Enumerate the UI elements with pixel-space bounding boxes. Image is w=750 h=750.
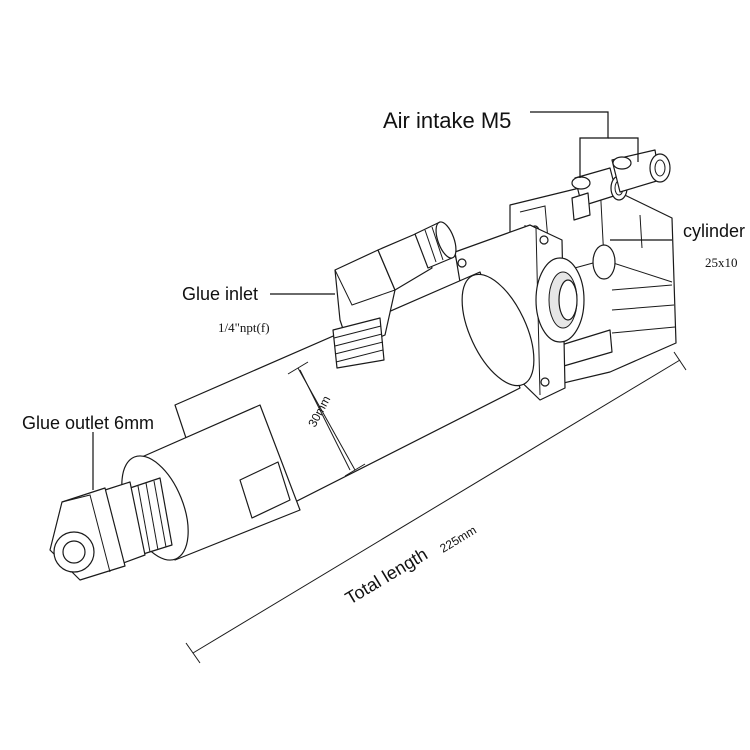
glue-outlet-label: Glue outlet 6mm	[22, 413, 154, 433]
air-intake-label: Air intake M5	[383, 108, 511, 133]
glue-inlet-label: Glue inlet	[182, 284, 258, 304]
air-intake-fittings	[571, 149, 671, 221]
glue-inlet-elbow	[332, 221, 457, 369]
total-length-dimension	[185, 351, 687, 664]
cylinder-size-label: 25x10	[705, 255, 738, 270]
leader-lines	[92, 111, 672, 490]
glue-inlet-thread-label: 1/4"npt(f)	[218, 320, 270, 335]
total-length-value: 225mm	[437, 523, 479, 556]
total-length-label: Total length	[342, 544, 431, 609]
glue-outlet-nozzle	[49, 477, 173, 581]
cylinder-label: cylinder	[683, 221, 745, 241]
diameter-dimension	[287, 361, 366, 477]
